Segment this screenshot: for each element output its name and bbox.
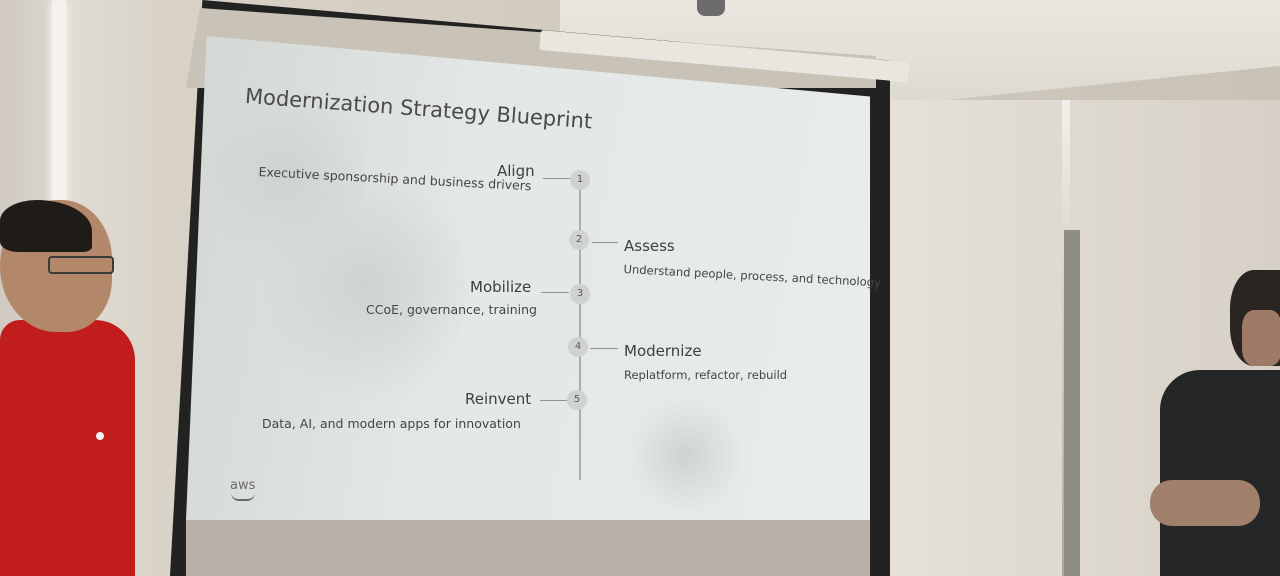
- step-desc-mobilize: CCoE, governance, training: [366, 302, 537, 317]
- step-number-badge: 4: [568, 337, 588, 357]
- step-number-badge: 3: [570, 284, 590, 304]
- connector-line: [543, 178, 571, 179]
- screen-lower-edge: [186, 520, 870, 576]
- timeline-line: [579, 180, 581, 480]
- dark-shirt: [1160, 370, 1280, 576]
- step-name-assess: Assess: [624, 237, 675, 255]
- shirt-logo: [96, 432, 104, 440]
- background-hexagon: [626, 396, 746, 516]
- step-name-modernize: Modernize: [624, 342, 702, 360]
- step-number-badge: 2: [569, 230, 589, 250]
- step-desc-modernize: Replatform, refactor, rebuild: [624, 368, 788, 382]
- aws-logo: aws: [230, 478, 256, 493]
- projected-slide: [186, 36, 870, 520]
- step-number-badge: 1: [570, 170, 590, 190]
- connector-line: [592, 242, 618, 243]
- window: [1064, 230, 1080, 576]
- connector-line: [541, 292, 569, 293]
- person-left: [0, 200, 140, 576]
- face: [1242, 310, 1280, 366]
- arm: [1150, 480, 1260, 526]
- window-light-left: [52, 0, 66, 210]
- connector-line: [540, 400, 568, 401]
- step-name-align: Align: [497, 162, 535, 180]
- step-name-reinvent: Reinvent: [465, 390, 532, 408]
- step-name-mobilize: Mobilize: [470, 278, 532, 296]
- connector-line: [590, 348, 618, 349]
- aws-logo-smile: [231, 493, 255, 501]
- hair: [0, 200, 92, 252]
- red-shirt: [0, 320, 135, 576]
- glasses: [48, 256, 114, 274]
- step-desc-reinvent: Data, AI, and modern apps for innovation: [262, 416, 521, 431]
- step-number-badge: 5: [567, 390, 587, 410]
- ceiling-camera: [697, 0, 725, 16]
- background-tree: [266, 156, 466, 416]
- person-right: [1150, 270, 1280, 576]
